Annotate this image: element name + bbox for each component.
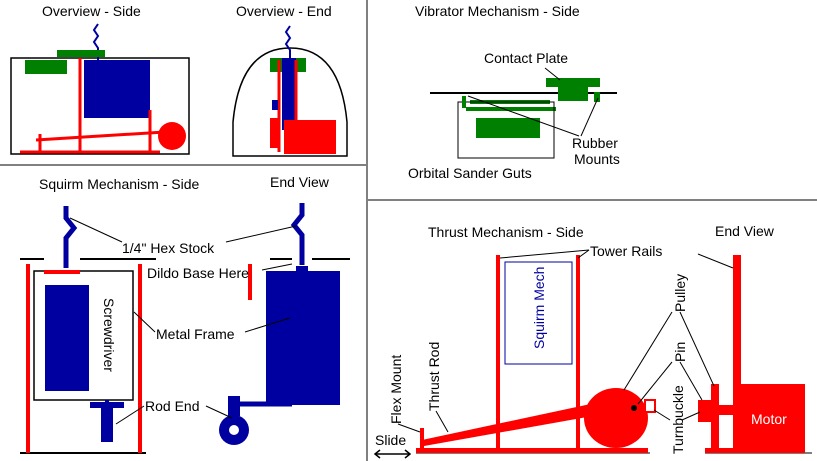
thrust-turnbuckle-leader-1: [653, 409, 671, 421]
thrust-end-pin-block: [698, 400, 711, 422]
overview-end-motor: [284, 120, 336, 154]
thrust-tower-rail-left: [496, 255, 500, 450]
vibrator-green-bar-2: [466, 107, 556, 111]
squirm-hex-leader-2: [225, 225, 297, 243]
thrust-end-view-title: End View: [715, 223, 775, 239]
overview-side-blue-body: [84, 60, 150, 118]
squirm-screwdriver-body: [45, 285, 89, 391]
squirm-red-base-bar: [44, 270, 80, 274]
overview-end-title: Overview - End: [236, 3, 332, 19]
thrust-end-pulley: [711, 384, 719, 450]
squirm-rod-end-leader-2: [205, 405, 233, 419]
vibrator-mounts-label: Mounts: [574, 151, 620, 167]
vibrator-rubber-leader-2: [467, 95, 580, 137]
squirm-dildo-leader: [261, 263, 293, 271]
squirm-frame-leader-1: [133, 311, 156, 333]
overview-side-motor-wheel: [158, 122, 186, 150]
overview-side-green-block: [25, 60, 67, 74]
thrust-tower-rail-right: [576, 255, 580, 450]
thrust-turnbuckle-label: Turnbuckle: [670, 385, 686, 454]
vibrator-contact-plate-leader: [544, 67, 561, 81]
thrust-turnbuckle-leader-2: [681, 411, 701, 421]
thrust-pulley-leader-2: [679, 311, 715, 387]
thrust-red-base: [416, 448, 648, 453]
squirm-metal-frame-label: Metal Frame: [156, 326, 235, 342]
squirm-end-body: [266, 271, 340, 405]
thrust-squirm-mech-box: [504, 261, 573, 365]
thrust-pin-label: Pin: [672, 342, 688, 362]
thrust-turnbuckle: [644, 399, 656, 413]
squirm-hex-stock-end: [290, 203, 305, 265]
thrust-motor-label: Motor: [751, 411, 787, 427]
thrust-flex-leader: [397, 423, 421, 433]
thrust-end-shaft: [719, 405, 741, 415]
thrust-rails-leader-2: [577, 249, 590, 259]
vibrator-rubber-label: Rubber: [572, 135, 618, 151]
thrust-rails-leader-3: [697, 253, 734, 269]
overview-end-blue-tip: [272, 100, 278, 110]
squirm-end-view-title: End View: [270, 174, 330, 190]
squirm-title: Squirm Mechanism - Side: [39, 176, 199, 192]
vibrator-panel: Vibrator Mechanism - Side Contact Plate …: [408, 3, 620, 181]
squirm-hex-stock-label: 1/4" Hex Stock: [122, 240, 215, 256]
thrust-slide-arrow: [373, 449, 412, 459]
squirm-hex-leader-1: [69, 217, 123, 243]
overview-side-red-rod: [35, 130, 166, 142]
thrust-rod-label: Thrust Rod: [426, 342, 442, 411]
vibrator-sander-guts-box: [457, 101, 555, 159]
squirm-metal-frame: [33, 270, 134, 401]
thrust-squirm-mech-label: Squirm Mech: [531, 267, 547, 349]
squirm-panel: Squirm Mechanism - Side End View Screwdr…: [20, 174, 350, 454]
overview-end-red-rod-stub: [270, 118, 280, 148]
squirm-frame-leader-2: [244, 317, 291, 333]
thrust-rod: [422, 402, 604, 446]
thrust-end-motor: [741, 384, 805, 448]
vibrator-title: Vibrator Mechanism - Side: [415, 3, 580, 19]
overview-side-green-plate: [57, 50, 105, 57]
thrust-rails-leader-1: [499, 249, 590, 259]
squirm-rod-end-label: Rod End: [145, 398, 199, 414]
squirm-screwdriver-label: Screwdriver: [101, 298, 117, 372]
thrust-pulley-leader-1: [623, 311, 673, 391]
overview-end-dome: [232, 47, 348, 157]
squirm-rod-end-side: [101, 408, 113, 442]
vibrator-rubber-mount: [594, 92, 600, 102]
thrust-panel: Thrust Mechanism - Side End View Squirm …: [373, 223, 812, 459]
overview-end-blue-body: [282, 58, 296, 130]
overview-side-panel: Overview - Side: [10, 3, 190, 155]
vibrator-contact-plate-stem: [558, 87, 588, 101]
thrust-pulley-pin: [631, 405, 637, 411]
squirm-end-rod-end-top: [228, 396, 240, 416]
vibrator-orbital-label: Orbital Sander Guts: [408, 165, 532, 181]
thrust-end-tower: [733, 255, 741, 450]
vibrator-contact-plate-label: Contact Plate: [484, 50, 568, 66]
thrust-pulley-label: Pulley: [672, 274, 688, 312]
thrust-rod-leader: [435, 410, 449, 433]
squirm-hex-stock-side: [63, 206, 78, 268]
thrust-end-red-base: [705, 448, 805, 453]
thrust-pin-leader-2: [679, 361, 703, 401]
overview-end-hex-stock: [284, 25, 292, 60]
thrust-tower-rails-label: Tower Rails: [590, 243, 662, 259]
vibrator-contact-plate-top: [546, 78, 600, 87]
squirm-dildo-base-label: Dildo Base Here: [147, 265, 249, 281]
overview-side-title: Overview - Side: [42, 3, 141, 19]
vibrator-green-motor: [476, 118, 540, 138]
squirm-end-base-bar: [296, 266, 308, 272]
squirm-end-rod-end-hole: [229, 425, 239, 435]
thrust-pulley: [584, 388, 648, 448]
overview-end-panel: Overview - End: [232, 3, 348, 157]
thrust-slide-label: Slide: [375, 432, 406, 448]
thrust-flex-mount-label: Flex Mount: [388, 355, 404, 424]
thrust-title: Thrust Mechanism - Side: [428, 224, 584, 240]
vibrator-rubber-leader-1: [580, 97, 599, 137]
overview-side-frame: [10, 57, 190, 155]
squirm-rod-end-leader-1: [115, 405, 145, 425]
thrust-pin-leader-1: [637, 361, 673, 405]
